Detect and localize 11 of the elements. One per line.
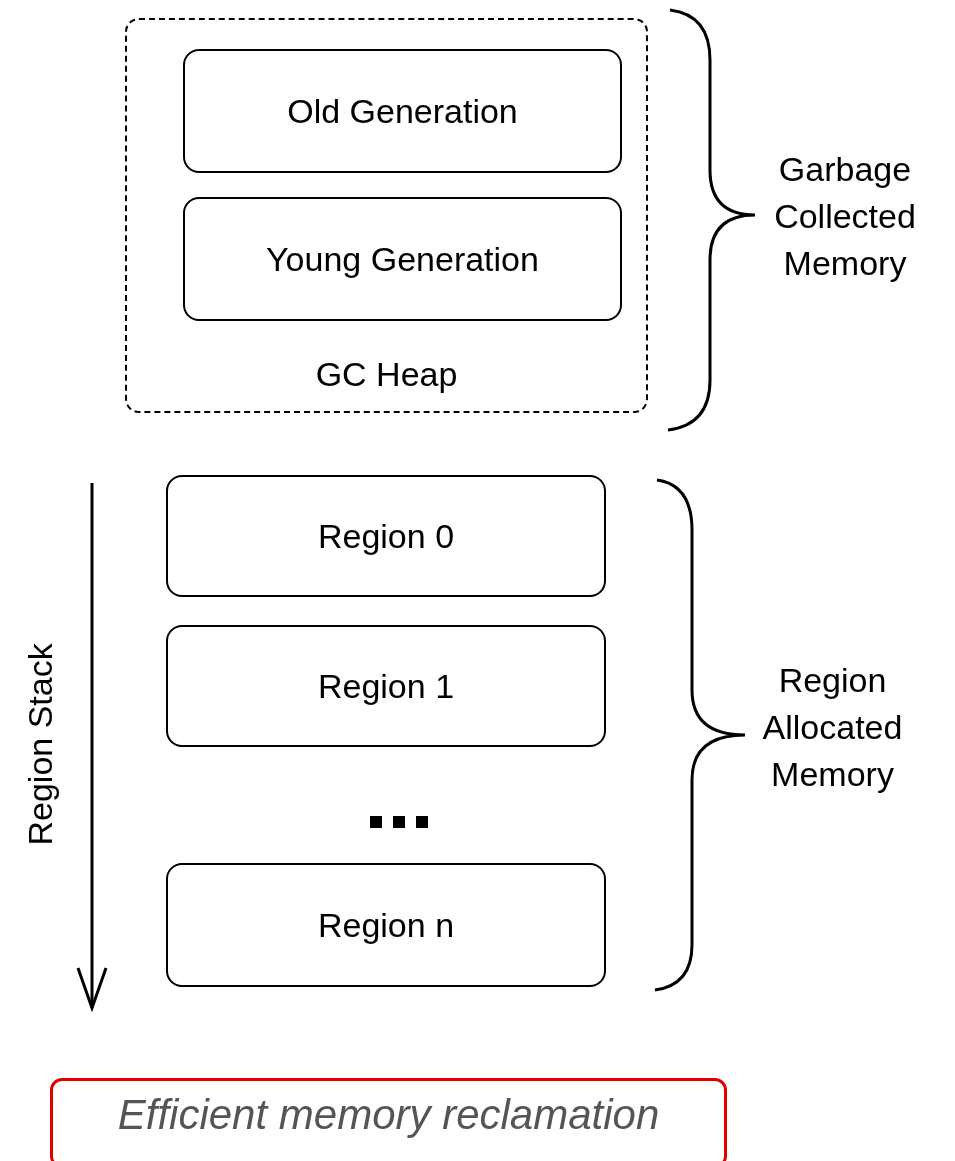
group-title: GC Heap bbox=[314, 355, 459, 394]
dashed-group-box bbox=[125, 18, 648, 413]
rotated-label: Region Stack bbox=[19, 645, 60, 846]
memory-box: Region n bbox=[166, 863, 606, 987]
highlight-box: Efficient memory reclamation bbox=[50, 1078, 727, 1161]
memory-box: Old Generation bbox=[183, 49, 622, 173]
memory-box: Region 1 bbox=[166, 625, 606, 747]
memory-box: Young Generation bbox=[183, 197, 622, 321]
memory-box: Region 0 bbox=[166, 475, 606, 597]
brace-label: Region Allocated Memory bbox=[761, 660, 904, 795]
brace-label: Garbage Collected Memory bbox=[773, 149, 917, 284]
